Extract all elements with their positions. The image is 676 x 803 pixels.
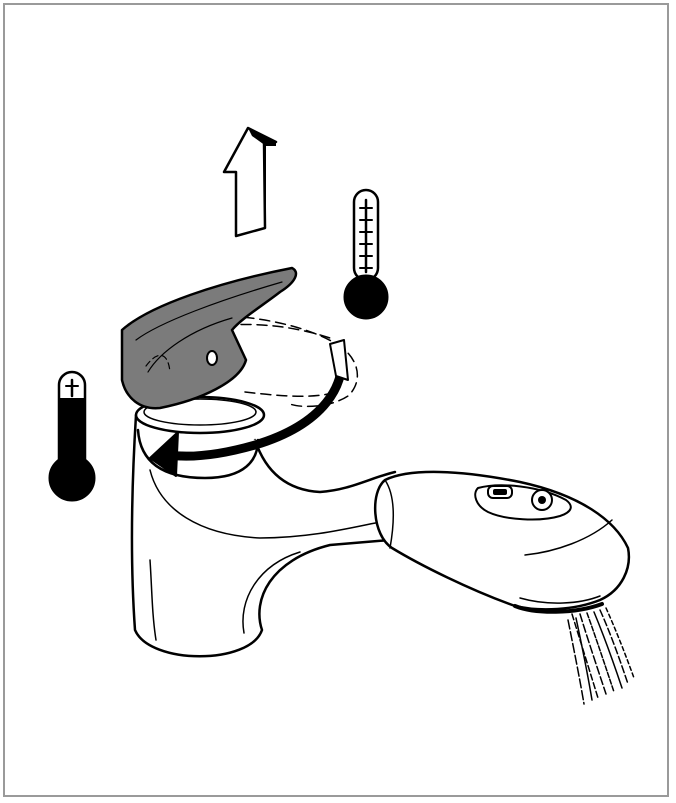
arrow-up-icon — [224, 128, 276, 236]
thermometer-hot-icon — [344, 190, 388, 319]
spray-head — [375, 472, 629, 612]
thermometer-cold-icon — [49, 372, 95, 501]
water-spray — [568, 608, 634, 704]
faucet-body — [132, 397, 395, 656]
lever-handle — [122, 268, 296, 408]
